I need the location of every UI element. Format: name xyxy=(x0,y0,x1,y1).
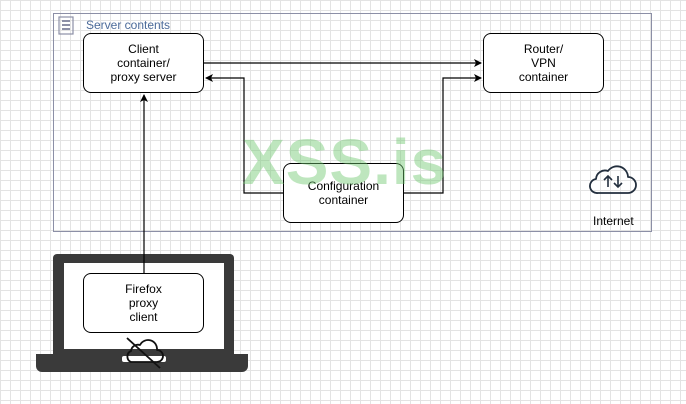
server-icon xyxy=(58,16,74,35)
group-title: Server contents xyxy=(86,18,171,32)
client-container-node: Client container/ proxy server xyxy=(83,33,204,93)
firefox-proxy-client-node: Firefox proxy client xyxy=(83,273,204,333)
watermark-text: XSS.is xyxy=(242,126,448,198)
internet-label: Internet xyxy=(593,214,634,228)
configuration-container-node: Configuration container xyxy=(283,163,404,223)
server-contents-group xyxy=(53,13,652,232)
router-vpn-node: Router/ VPN container xyxy=(483,33,604,93)
